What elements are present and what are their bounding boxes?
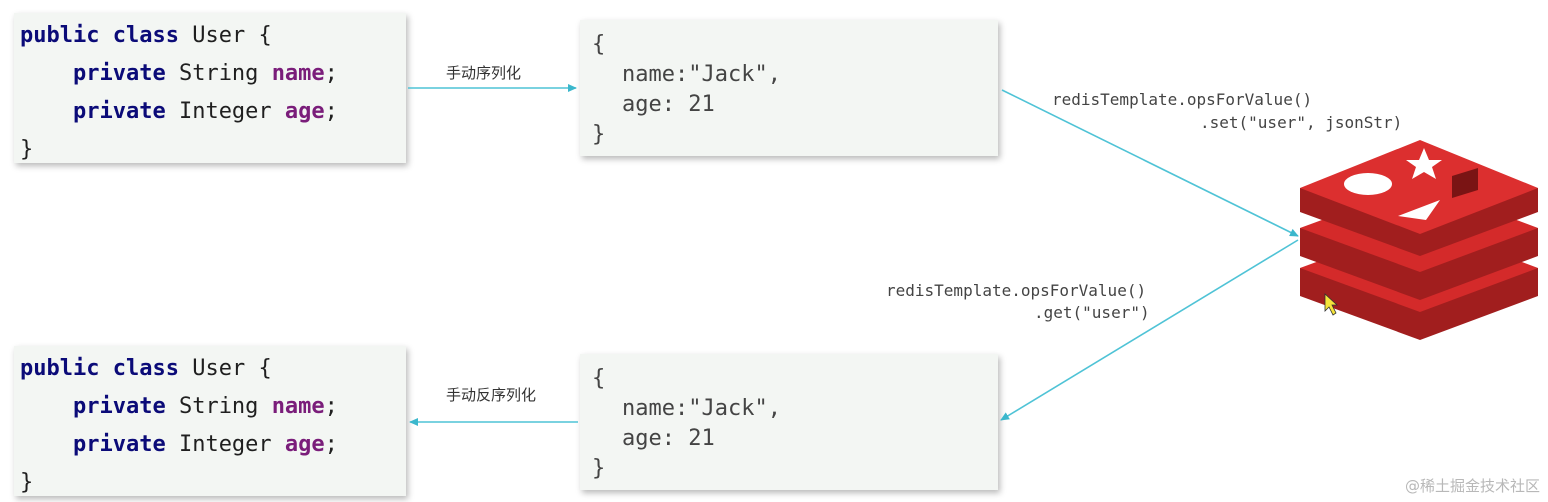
json-open-brace: { (592, 32, 606, 57)
keyword-private: private (72, 394, 166, 419)
json-box-bottom: { name:"Jack", age: 21 } (580, 354, 998, 490)
field-name: name (271, 61, 325, 86)
type-string: String (178, 61, 259, 86)
close-brace: } (20, 470, 34, 495)
deserialize-label: 手动反序列化 (446, 386, 537, 404)
type-string: String (178, 394, 259, 419)
keyword-class: class (112, 356, 179, 381)
serialize-label: 手动序列化 (446, 64, 522, 82)
json-close-brace: } (592, 456, 606, 481)
get-arrow (1000, 239, 1299, 421)
field-name: name (271, 394, 325, 419)
json-name-entry: name:"Jack", (622, 62, 781, 87)
open-brace: { (258, 356, 272, 381)
set-method-line1: redisTemplate.opsForValue() (1052, 90, 1313, 109)
type-integer: Integer (178, 99, 272, 124)
java-class-box-bottom: public class User { private String name;… (14, 346, 406, 496)
redis-logo-icon (1300, 140, 1538, 340)
class-name: User (192, 356, 246, 381)
mouse-cursor-icon (1324, 293, 1339, 316)
semicolon: ; (324, 61, 338, 86)
json-open-brace: { (592, 366, 606, 391)
keyword-public: public (20, 23, 100, 48)
set-method-line2: .set("user", jsonStr) (1200, 113, 1403, 132)
keyword-private: private (72, 99, 166, 124)
java-class-box-top: public class User { private String name;… (14, 13, 406, 163)
watermark: @稀土掘金技术社区 (1404, 477, 1540, 495)
close-brace: } (20, 137, 34, 162)
keyword-class: class (112, 23, 179, 48)
keyword-private: private (72, 61, 166, 86)
get-method-line1: redisTemplate.opsForValue() (886, 281, 1147, 300)
field-age: age (284, 99, 325, 124)
semicolon: ; (324, 394, 338, 419)
json-close-brace: } (592, 122, 606, 147)
json-box-top: { name:"Jack", age: 21 } (580, 20, 998, 156)
keyword-public: public (20, 356, 100, 381)
semicolon: ; (324, 432, 338, 457)
keyword-private: private (72, 432, 166, 457)
class-name: User (192, 23, 246, 48)
type-integer: Integer (178, 432, 272, 457)
json-age-entry: age: 21 (622, 426, 715, 451)
open-brace: { (258, 23, 272, 48)
json-name-entry: name:"Jack", (622, 396, 781, 421)
get-method-line2: .get("user") (1034, 303, 1150, 322)
field-age: age (284, 432, 325, 457)
semicolon: ; (324, 99, 338, 124)
json-age-entry: age: 21 (622, 92, 715, 117)
set-arrow (1001, 89, 1299, 237)
